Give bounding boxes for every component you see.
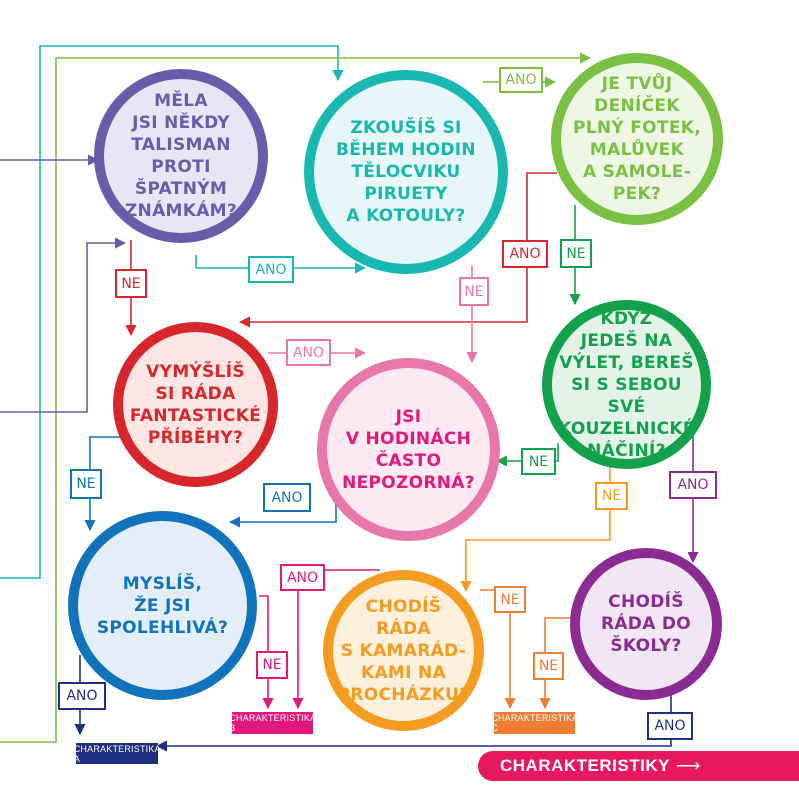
question-talisman-text: MĚLA JSI NĚKDY TALISMAN PROTI ŠPATNÝM ZN… xyxy=(124,91,238,221)
characteristics-banner: CHARAKTERISTIKY ⟶ xyxy=(478,751,799,781)
connector-q9-a xyxy=(155,690,672,752)
label-ne-q8: NE xyxy=(494,586,526,613)
banner-text: CHARAKTERISTIKY xyxy=(500,756,670,775)
label-ne-q4: NE xyxy=(70,469,102,499)
question-pribehy-text: VYMÝŠLÍŠ SI RÁDA FANTASTICKÉ PŘÍBĚHY? xyxy=(129,361,262,448)
question-kouzelnicke: KDYŽ JEDEŠ NA VÝLET, BEREŠ SI S SEBOU SV… xyxy=(542,300,711,469)
label-ano-q6: ANO xyxy=(669,471,717,499)
result-characteristic-a: CHARAKTERISTIKA A xyxy=(73,743,161,764)
question-denicek: JE TVŮJ DENÍČEK PLNÝ FOTEK, MALŮVEK A SA… xyxy=(551,53,723,225)
label-ne-q1: NE xyxy=(115,269,147,298)
label-ano-q7-b: ANO xyxy=(280,564,325,591)
question-nepozorna-text: JSI V HODINÁCH ČASTO NEPOZORNÁ? xyxy=(342,406,475,493)
result-characteristic-c: CHARAKTERISTIKA C xyxy=(491,712,579,734)
label-ano-q2-q3: ANO xyxy=(499,67,543,93)
label-ano-q7: ANO xyxy=(58,682,106,710)
label-ne-q7: NE xyxy=(256,651,288,679)
label-ne-q3: NE xyxy=(560,239,592,268)
question-spolehliva: MYSLÍŠ, ŽE JSI SPOLEHLIVÁ? xyxy=(68,511,257,700)
result-characteristic-b: CHARAKTERISTIKA B xyxy=(229,712,317,734)
question-pribehy: VYMÝŠLÍŠ SI RÁDA FANTASTICKÉ PŘÍBĚHY? xyxy=(113,322,278,487)
question-talisman: MĚLA JSI NĚKDY TALISMAN PROTI ŠPATNÝM ZN… xyxy=(94,69,268,243)
question-piruety: ZKOUŠÍŠ SI BĚHEM HODIN TĚLOCVIKU PIRUETY… xyxy=(304,70,508,274)
connector-lime-outer xyxy=(0,52,592,743)
arrow-right-icon: ⟶ xyxy=(675,756,701,775)
label-ne-q5-q8: NE xyxy=(595,482,628,510)
question-skola: CHODÍŠ RÁDA DO ŠKOLY? xyxy=(570,548,722,700)
label-ne-q9: NE xyxy=(533,652,564,680)
question-prochazka-text: CHODÍŠ RÁDA S KAMARÁD- KAMI NA PROCHÁZKU… xyxy=(337,596,470,705)
label-ano-q9: ANO xyxy=(647,712,693,740)
label-ano-q1-q2: ANO xyxy=(248,256,294,283)
question-piruety-text: ZKOUŠÍŠ SI BĚHEM HODIN TĚLOCVIKU PIRUETY… xyxy=(336,118,476,226)
label-ano-q5-q7: ANO xyxy=(263,483,311,512)
question-denicek-text: JE TVŮJ DENÍČEK PLNÝ FOTEK, MALŮVEK A SA… xyxy=(573,74,701,204)
label-ano-q3: ANO xyxy=(502,240,548,268)
connector-q4-q7 xyxy=(84,436,122,532)
connector-navy-q4 xyxy=(0,237,127,413)
question-spolehliva-text: MYSLÍŠ, ŽE JSI SPOLEHLIVÁ? xyxy=(96,573,229,638)
question-nepozorna: JSI V HODINÁCH ČASTO NEPOZORNÁ? xyxy=(317,358,500,541)
connector-q6-q5 xyxy=(495,443,559,467)
label-ne-q6: NE xyxy=(521,448,556,475)
question-prochazka: CHODÍŠ RÁDA S KAMARÁD- KAMI NA PROCHÁZKU… xyxy=(323,570,484,731)
connector-q1-q2 xyxy=(195,255,367,274)
question-kouzelnicke-text: KDYŽ JEDEŠ NA VÝLET, BEREŠ SI S SEBOU SV… xyxy=(558,308,695,461)
question-skola-text: CHODÍŠ RÁDA DO ŠKOLY? xyxy=(600,592,692,656)
label-ne-q2: NE xyxy=(459,277,489,306)
label-ano-q4-q5: ANO xyxy=(286,339,331,366)
